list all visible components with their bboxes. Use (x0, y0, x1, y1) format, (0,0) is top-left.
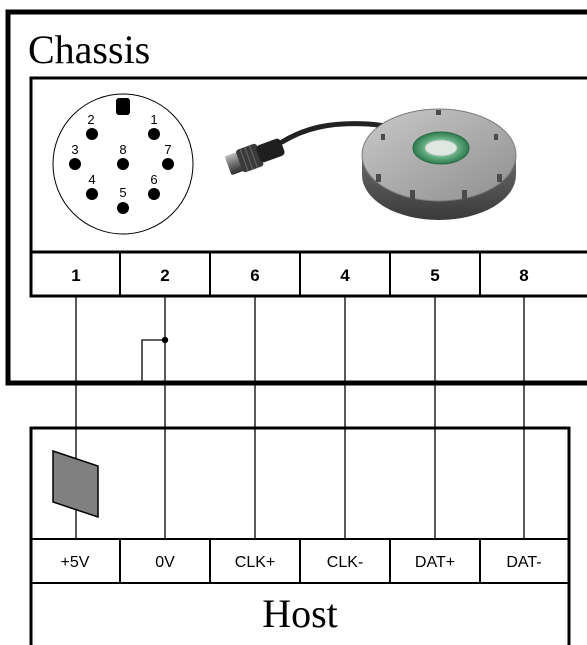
chassis-box: Chassis (5, 9, 587, 386)
pin-label-2: 2 (87, 112, 94, 127)
pin-3 (69, 158, 81, 170)
host-terminal-label-5v: +5V (61, 554, 90, 571)
connector-pinout: 1 2 3 4 5 6 7 8 (52, 93, 194, 235)
chassis-terminal-label-2: 2 (160, 266, 169, 285)
chassis-terminal-label-1: 1 (71, 266, 80, 285)
pin-1 (148, 128, 160, 140)
chassis-terminal-label-8: 8 (519, 266, 528, 285)
host-terminal-label-dat-plus: DAT+ (415, 554, 455, 571)
wire-chassis-ground (141, 339, 165, 383)
pin-label-5: 5 (119, 185, 126, 200)
cable-plug (225, 138, 285, 175)
pin-label-8: 8 (119, 142, 126, 157)
pin-8 (117, 158, 129, 170)
chassis-terminal-label-5: 5 (430, 266, 439, 285)
host-terminal-label-dat-minus: DAT- (506, 554, 541, 571)
pin-4 (86, 188, 98, 200)
wires (75, 296, 525, 539)
chassis-title: Chassis (28, 27, 150, 72)
pin-2 (86, 128, 98, 140)
pin-label-4: 4 (88, 172, 95, 187)
host-terminal-label-clk-plus: CLK+ (235, 554, 275, 571)
pin-label-7: 7 (164, 142, 171, 157)
ground-junction-dot (161, 336, 169, 344)
pin-label-3: 3 (71, 142, 78, 157)
pin-label-1: 1 (150, 112, 157, 127)
encoder-bore (424, 139, 458, 157)
connector-panel: 1 2 6 4 5 8 (29, 76, 587, 298)
connector-key-notch (116, 98, 130, 115)
pin-7 (162, 158, 174, 170)
host-box: +5V 0V CLK+ CLK- DAT+ DAT- Host (29, 426, 571, 645)
host-terminal-label-clk-minus: CLK- (327, 554, 363, 571)
host-terminal-label-0v: 0V (155, 554, 175, 571)
pin-6 (148, 188, 160, 200)
pin-label-6: 6 (150, 172, 157, 187)
chassis-terminal-label-4: 4 (340, 266, 350, 285)
chassis-terminal-label-6: 6 (250, 266, 259, 285)
host-title: Host (262, 591, 338, 636)
pin-5 (117, 202, 129, 214)
encoder-mounting-slots (376, 110, 502, 199)
shield-component (52, 449, 99, 519)
encoder-illustration (225, 108, 517, 220)
